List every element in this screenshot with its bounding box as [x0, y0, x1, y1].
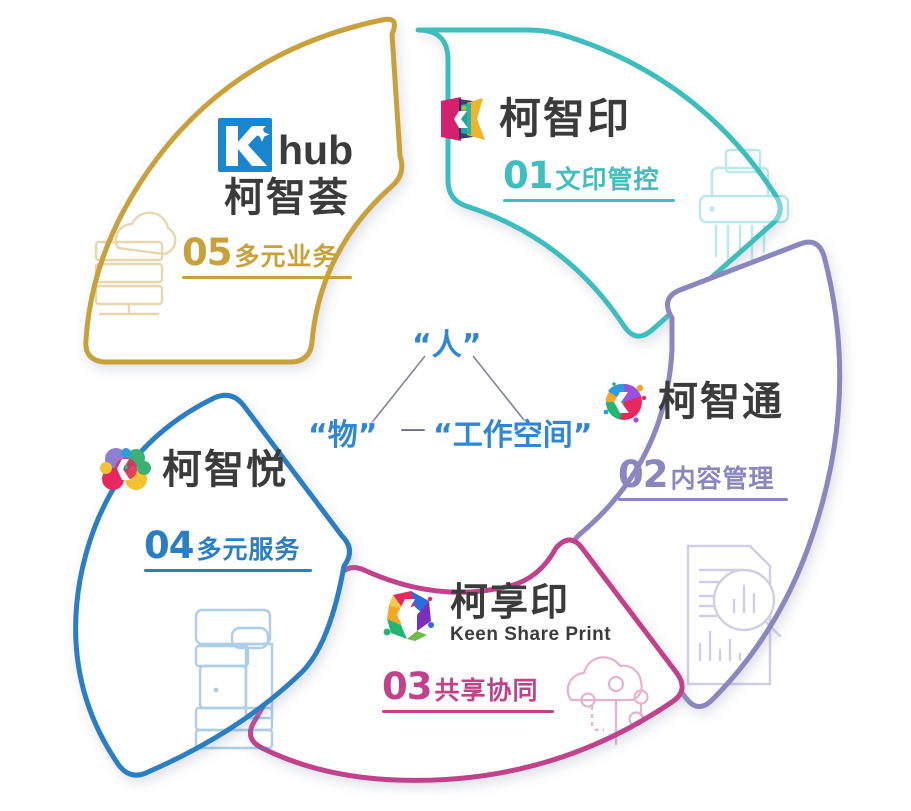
segment-text-02[interactable]: 柯智通 02 内容管理: [600, 378, 788, 501]
brand-sub-03: Keen Share Print: [450, 624, 612, 645]
segment-number-05: 05: [182, 231, 232, 274]
brand-name-03: 柯享印: [450, 580, 571, 624]
kezhiyue-logo-icon: [100, 448, 151, 490]
underline-01: [503, 199, 675, 202]
segment-number-02: 02: [618, 453, 668, 496]
segment-caption-03: 共享协同: [434, 676, 539, 705]
segment-petal-02[interactable]: [570, 239, 843, 709]
keenshareprint-logo-icon: [383, 590, 434, 641]
cloud-server-icon: [94, 211, 177, 316]
caption-block-05: 05 多元业务: [182, 234, 353, 279]
kezhitong-logo-icon: [603, 382, 647, 423]
underline-05: [182, 276, 352, 279]
segment-petal-03[interactable]: [247, 537, 685, 783]
brand-row-05: hub: [218, 118, 353, 174]
khub-logo-icon: [218, 118, 272, 172]
caption-block-03: 03 共享协同: [382, 668, 611, 713]
copier-icon: [194, 608, 274, 750]
brand-name-04: 柯智悦: [162, 447, 288, 493]
printer-icon: [698, 148, 790, 262]
segment-caption-02: 内容管理: [670, 464, 775, 493]
brand-row-04: 柯智悦: [100, 445, 312, 495]
center-connector-dash: —: [400, 414, 426, 444]
segment-number-03: 03: [382, 665, 432, 708]
segment-caption-01: 文印管控: [555, 165, 660, 194]
segment-number-01: 01: [503, 154, 553, 197]
segment-text-04[interactable]: 柯智悦 04 多元服务: [100, 445, 312, 572]
brand-row-03: 柯享印 Keen Share Print: [378, 583, 611, 646]
brand-sub-05: hub: [278, 127, 354, 173]
segment-text-01[interactable]: 柯智印 01 文印管控: [437, 95, 675, 202]
kezhiyin-logo-icon: [441, 97, 485, 141]
brand-name-02: 柯智通: [658, 379, 784, 425]
document-analytics-icon: [686, 544, 782, 686]
cloud-network-icon: [566, 656, 649, 746]
segment-caption-04: 多元服务: [196, 535, 301, 564]
segment-caption-05: 多元业务: [234, 242, 339, 271]
segment-text-05[interactable]: hub 柯智荟 05 多元业务: [182, 118, 353, 279]
caption-block-02: 02 内容管理: [618, 456, 788, 501]
segment-petal-04[interactable]: [73, 392, 352, 778]
brand-name-05: 柯智荟: [224, 175, 350, 221]
brand-row-01: 柯智印: [437, 95, 675, 143]
center-label-people: “人”: [412, 328, 482, 363]
underline-02: [618, 498, 788, 501]
caption-block-01: 01 文印管控: [503, 157, 675, 202]
brand-name-01: 柯智印: [499, 94, 632, 143]
segment-text-03[interactable]: 柯享印 Keen Share Print 03 共享协同: [378, 583, 611, 713]
underline-03: [382, 710, 554, 713]
brand-row-02: 柯智通: [600, 378, 788, 426]
center-connectors: [369, 355, 529, 426]
caption-block-04: 04 多元服务: [144, 527, 312, 572]
center-label-workspace: “工作空间”: [433, 418, 593, 453]
center-concept-group: “人” “物” — “工作空间”: [300, 310, 600, 480]
underline-04: [144, 569, 312, 572]
segment-number-04: 04: [144, 524, 194, 567]
center-label-things: “物”: [308, 418, 378, 453]
segment-petal-01[interactable]: [415, 27, 790, 339]
